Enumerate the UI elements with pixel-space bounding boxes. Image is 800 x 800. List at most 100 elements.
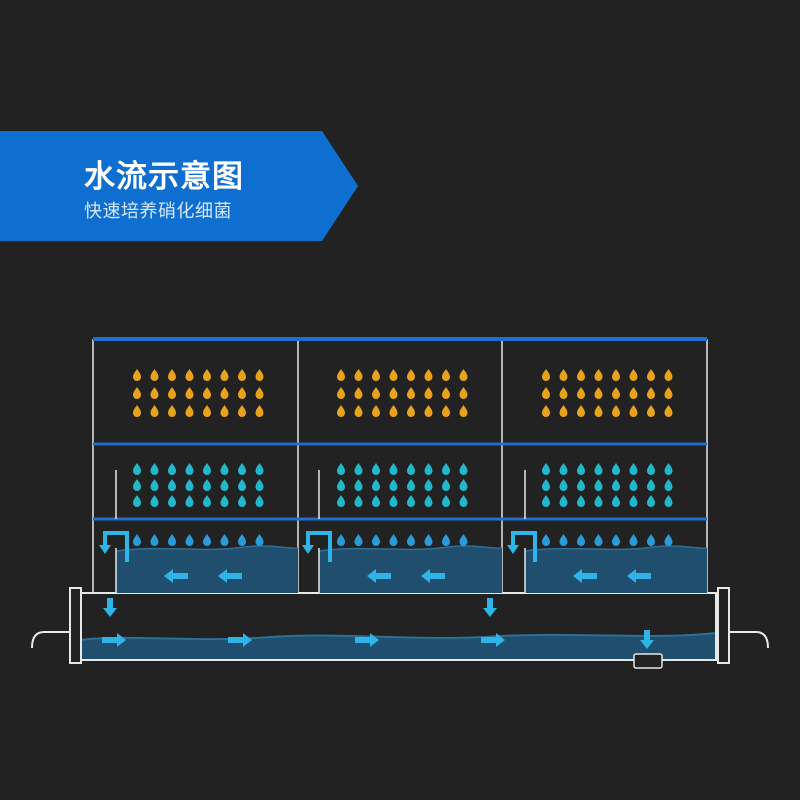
teal-droplet-icon (664, 495, 673, 507)
orange-droplet-icon (354, 387, 363, 399)
page-title: 水流示意图 (84, 159, 244, 195)
teal-droplet-icon (542, 479, 550, 491)
orange-droplet-icon (542, 387, 550, 399)
lower-tank (31, 587, 769, 669)
blue-droplet-icon (238, 534, 246, 546)
teal-droplet-icon (629, 463, 638, 475)
orange-droplet-icon (150, 369, 159, 381)
blue-droplet-icon (203, 534, 211, 546)
orange-droplet-icon (664, 405, 673, 417)
overflow-pipe-icon (103, 531, 129, 562)
teal-droplet-icon (255, 495, 264, 507)
orange-droplet-icon (238, 369, 246, 381)
teal-droplet-icon (203, 495, 211, 507)
orange-droplet-icon (542, 405, 550, 417)
blue-droplet-icon (664, 534, 673, 546)
teal-droplet-icon (185, 495, 194, 507)
title-banner: 水流示意图 快速培养硝化细菌 (0, 131, 360, 241)
teal-droplet-icon (185, 463, 194, 475)
orange-droplet-icon (407, 405, 415, 417)
blue-droplet-icon (185, 534, 194, 546)
orange-droplet-icon (459, 369, 468, 381)
orange-droplet-icon (220, 387, 229, 399)
orange-droplet-icon (238, 405, 246, 417)
orange-droplet-icon (185, 405, 194, 417)
blue-droplet-icon (220, 534, 229, 546)
right-arrow-icon (102, 633, 126, 647)
compartment-1-water (116, 546, 298, 593)
blue-droplet-icon (372, 534, 380, 546)
pump (633, 653, 663, 669)
teal-droplet-icon (459, 463, 468, 475)
teal-droplet-icon (389, 463, 398, 475)
blue-droplet-icon (389, 534, 398, 546)
teal-droplet-icon (647, 479, 655, 491)
compartment-2-water-surface (318, 545, 503, 552)
orange-droplet-icon (150, 405, 159, 417)
orange-droplet-icon (577, 369, 585, 381)
orange-droplet-icon (168, 387, 176, 399)
teal-droplet-icon (647, 463, 655, 475)
teal-droplet-icon (389, 495, 398, 507)
teal-droplet-icon (203, 463, 211, 475)
left-hook-pipe (31, 631, 70, 649)
orange-droplet-icon (442, 387, 450, 399)
teal-droplet-icon (354, 495, 363, 507)
lower-tank-water-surface (79, 632, 717, 641)
teal-droplet-icon (150, 463, 159, 475)
orange-droplet-icon (612, 387, 620, 399)
orange-droplet-icon (407, 387, 415, 399)
orange-droplet-icon (337, 405, 345, 417)
teal-droplet-icon (238, 463, 246, 475)
compartment-1-water-surface (115, 545, 299, 552)
left-arrow-icon (421, 569, 445, 583)
orange-droplet-icon (354, 405, 363, 417)
banner-arrow-shape (0, 131, 358, 241)
overflow-pipe-icon (306, 531, 332, 562)
right-arrow-icon (228, 633, 252, 647)
blue-droplet-icon (577, 534, 585, 546)
blue-droplet-icon (542, 534, 550, 546)
right-hook-pipe (729, 631, 769, 649)
orange-droplet-icon (220, 405, 229, 417)
teal-droplet-icon (133, 479, 141, 491)
orange-droplet-icon (255, 387, 264, 399)
teal-droplet-icon (594, 495, 603, 507)
teal-droplet-icon (168, 495, 176, 507)
teal-droplet-icon (337, 479, 345, 491)
teal-droplet-icon (647, 495, 655, 507)
compartment-2-water (319, 546, 502, 593)
orange-droplet-icon (424, 405, 433, 417)
page-subtitle: 快速培养硝化细菌 (84, 201, 232, 222)
left-arrow-icon (627, 569, 651, 583)
compartment-3-water (525, 546, 707, 593)
orange-droplet-icon (559, 387, 568, 399)
teal-droplet-icon (220, 479, 229, 491)
down-arrow-icon (103, 598, 117, 617)
orange-droplet-icon (647, 369, 655, 381)
orange-droplet-icon (389, 369, 398, 381)
teal-droplet-icon (612, 463, 620, 475)
blue-droplet-icon (424, 534, 433, 546)
teal-droplet-icon (238, 495, 246, 507)
down-arrow-icon (507, 545, 519, 554)
orange-droplet-icon (612, 369, 620, 381)
orange-droplet-icon (372, 405, 380, 417)
orange-droplet-icon (559, 405, 568, 417)
flow-arrow-group (99, 531, 654, 649)
teal-droplet-icon (407, 495, 415, 507)
orange-droplet-icon (185, 369, 194, 381)
orange-droplet-icon (542, 369, 550, 381)
teal-droplet-icon (594, 463, 603, 475)
overflow-pipe-icon (511, 531, 537, 562)
left-arrow-icon (218, 569, 242, 583)
orange-droplet-icon (389, 387, 398, 399)
down-arrow-icon (483, 598, 497, 617)
blue-droplet-icon (442, 534, 450, 546)
orange-droplet-icon (664, 387, 673, 399)
orange-droplet-icon (559, 369, 568, 381)
right-arrow-icon (481, 633, 505, 647)
teal-droplet-icon (459, 479, 468, 491)
teal-droplet-icon (424, 479, 433, 491)
